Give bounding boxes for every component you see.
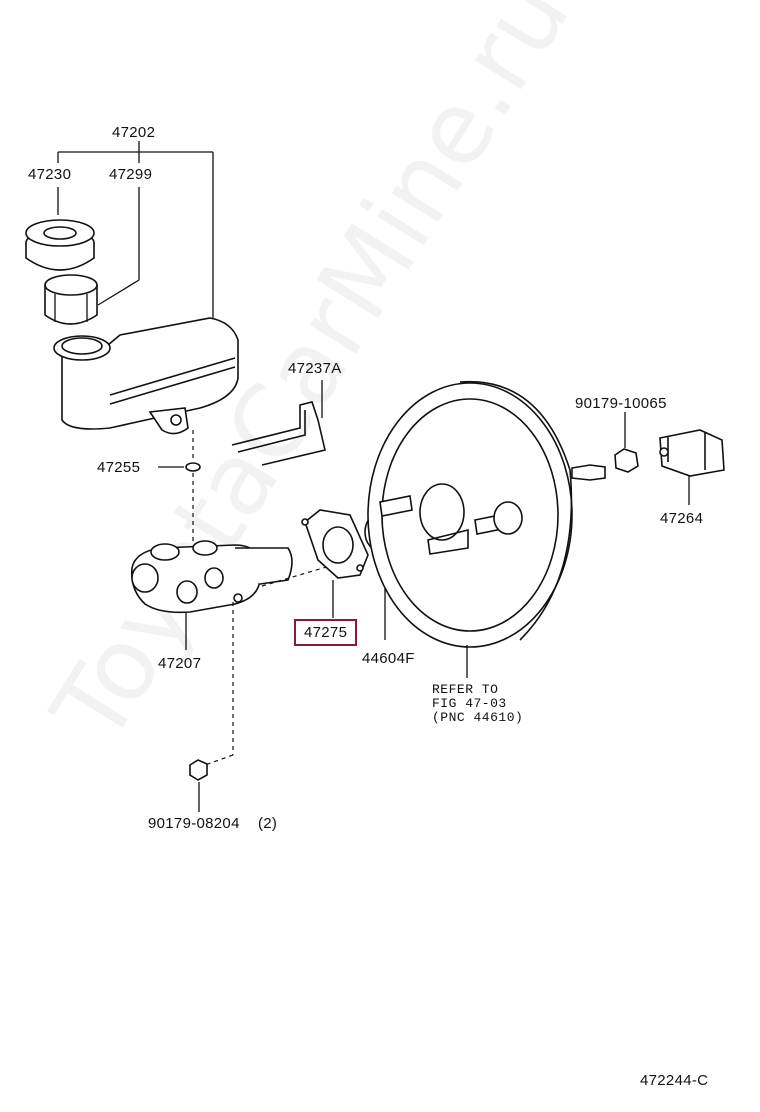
reservoir-cap-47230: [25, 219, 95, 271]
label-47264: 47264: [660, 510, 704, 527]
grommet-47255: [158, 430, 201, 545]
clip-47237A: [231, 380, 326, 466]
label-90179-08204: 90179-08204: [148, 815, 240, 832]
nut-90179-10065: [614, 412, 639, 473]
refer-note-line3: (PNC 44610): [432, 710, 524, 725]
brake-booster: [367, 380, 606, 678]
label-47299: 47299: [109, 166, 153, 183]
gasket-47275: [301, 509, 369, 618]
clevis-47264: [659, 429, 725, 505]
label-47255: 47255: [97, 459, 141, 476]
label-90179-10065: 90179-10065: [575, 395, 667, 412]
leader-47202: [57, 141, 214, 318]
reservoir-47202: [53, 317, 239, 435]
refer-note-line2: FIG 47-03: [432, 696, 507, 711]
refer-note-line1: REFER TO: [432, 682, 499, 697]
label-47237A: 47237A: [288, 360, 342, 377]
label-47207: 47207: [158, 655, 202, 672]
figure-id: 472244-C: [640, 1072, 709, 1089]
label-47230: 47230: [28, 166, 72, 183]
master-cylinder-47207: [130, 540, 331, 766]
strainer-47299: [44, 274, 98, 325]
label-47275-highlighted[interactable]: 47275: [294, 619, 358, 646]
label-qty-08204: (2): [258, 815, 278, 832]
bolt-90179-08204: [189, 759, 208, 812]
label-44604F: 44604F: [362, 650, 415, 667]
label-47202: 47202: [112, 124, 156, 141]
